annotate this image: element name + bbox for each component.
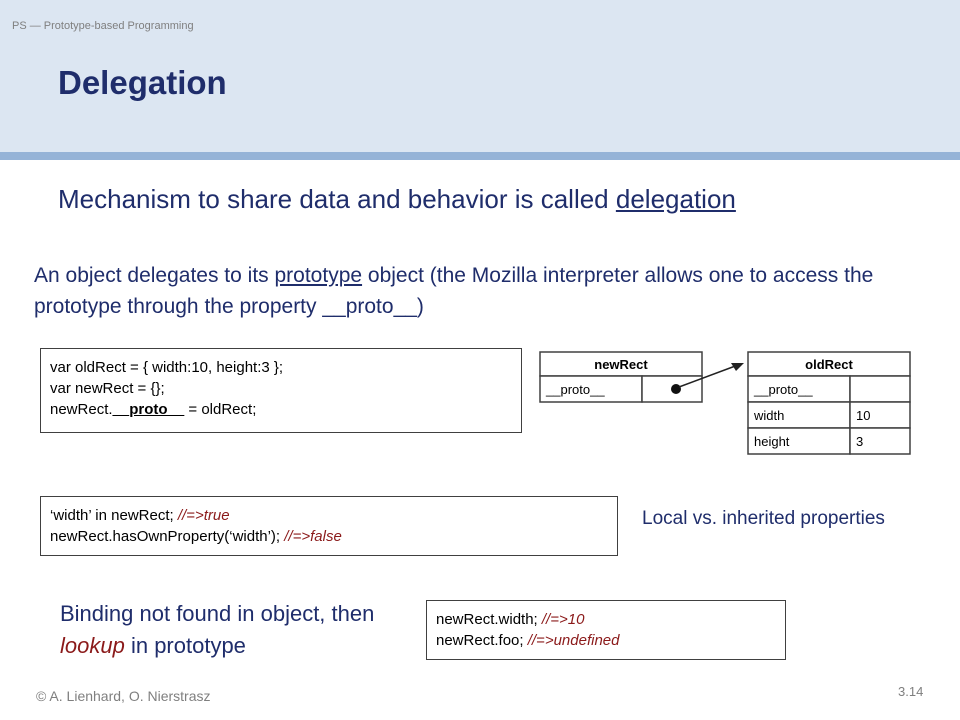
code-text: = oldRect; [184, 401, 257, 418]
binding-text: Binding not found in object, then lookup… [60, 598, 410, 662]
code-box-inheritance: ‘width’ in newRect; //=>true newRect.has… [40, 496, 618, 556]
code-line: newRect.foo; //=>undefined [436, 630, 785, 651]
newRect-header-cell [539, 351, 703, 377]
header-band [0, 0, 960, 152]
oldRect-key-cell [747, 375, 851, 403]
oldRect-title: oldRect [805, 357, 853, 372]
headline-prefix: Mechanism to share data and behavior is … [58, 184, 616, 214]
code-comment: //=>true [177, 507, 230, 524]
side-note: Local vs. inherited properties [642, 508, 885, 529]
oldRect-key: height [754, 434, 790, 449]
pointer-dot [671, 384, 681, 394]
code-text: ‘width’ in newRect; [50, 507, 178, 524]
oldRect-key: __proto__ [753, 382, 813, 397]
oldRect-value-cell [849, 401, 911, 429]
code-line: newRect.__proto__ = oldRect; [50, 399, 521, 420]
footer-page-number: 3.14 [898, 684, 924, 699]
binding-part1: Binding not found in object, then [60, 601, 375, 626]
header-stripe [0, 152, 960, 160]
slide-title: Delegation [58, 64, 227, 101]
binding-term: lookup [60, 633, 125, 658]
paragraph-part2: object (the Mozilla interpreter allows o… [34, 264, 874, 318]
course-label: PS — Prototype-based Programming [12, 20, 194, 32]
headline-term: delegation [615, 184, 736, 214]
code-comment: //=>undefined [527, 632, 620, 649]
code-box-definition: var oldRect = { width:10, height:3 }; va… [40, 348, 522, 433]
code-text: newRect.hasOwnProperty(‘width’); [50, 528, 285, 545]
oldRect-value: 3 [856, 434, 863, 449]
headline: Mechanism to share data and behavior is … [58, 184, 736, 215]
oldRect-key: width [753, 408, 784, 423]
code-box-lookup: newRect.width; //=>10 newRect.foo; //=>u… [426, 600, 786, 660]
footer-authors: © A. Lienhard, O. Nierstrasz [36, 688, 211, 704]
oldRect-header-cell [747, 351, 911, 377]
code-line: var oldRect = { width:10, height:3 }; [50, 359, 284, 376]
code-line: ‘width’ in newRect; //=>true [50, 505, 617, 526]
paragraph-term: prototype [274, 264, 363, 287]
binding-part2: in prototype [124, 633, 246, 658]
pointer-arrow [678, 364, 739, 388]
code-line: var newRect = {}; [50, 380, 165, 397]
oldRect-value-cell [849, 427, 911, 455]
arrow-head [731, 363, 744, 371]
newRect-field: __proto__ [545, 382, 605, 397]
oldRect-table: oldRect __proto__ width 10 height 3 [747, 351, 911, 455]
code-comment: //=>false [284, 528, 342, 545]
code-text: newRect.width; [436, 611, 542, 628]
code-line: newRect.hasOwnProperty(‘width’); //=>fal… [50, 526, 617, 547]
newRect-key-cell [539, 375, 643, 403]
newRect-table: newRect __proto__ [539, 351, 703, 403]
code-text: newRect.foo; [436, 632, 528, 649]
object-diagram: newRect __proto__ oldRect __proto__ widt… [539, 351, 911, 455]
code-proto: __proto__ [112, 401, 185, 418]
paragraph: An object delegates to its prototype obj… [34, 260, 944, 322]
paragraph-part1: An object delegates to its [34, 264, 275, 287]
oldRect-value: 10 [856, 408, 870, 423]
code-comment: //=>10 [541, 611, 585, 628]
code-text: newRect. [50, 401, 113, 418]
code-line: newRect.width; //=>10 [436, 609, 785, 630]
oldRect-value-cell [849, 375, 911, 403]
newRect-title: newRect [594, 357, 648, 372]
